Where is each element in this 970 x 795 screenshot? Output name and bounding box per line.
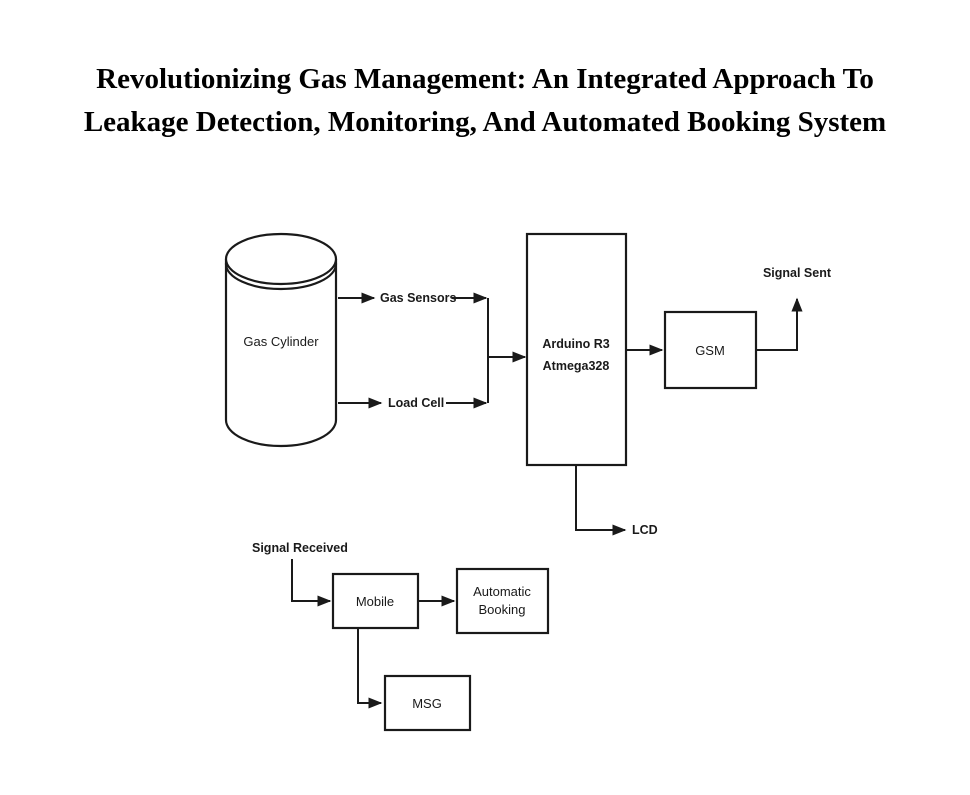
lcd-label: LCD: [632, 523, 658, 537]
signal-sent-label: Signal Sent: [763, 266, 832, 280]
gas-sensors-label: Gas Sensors: [380, 291, 456, 305]
load-cell-label: Load Cell: [388, 396, 444, 410]
automatic-booking-label-line-1: Automatic: [473, 584, 531, 599]
signal-received-label: Signal Received: [252, 541, 348, 555]
automatic-booking-box: [455, 567, 550, 635]
cylinder-body: [224, 259, 338, 448]
signal-received-to-mobile-arrow: [291, 559, 332, 607]
arduino-to-lcd-arrow: [575, 465, 627, 536]
automatic-booking-label-line-2: Booking: [479, 602, 526, 617]
mobile-node: Mobile: [331, 572, 420, 630]
automatic-booking-node: Automatic Booking: [455, 567, 550, 635]
gsm-box: [663, 310, 758, 390]
cylinder-top: [224, 232, 338, 286]
gsm-to-signal-sent-arrow: [756, 297, 803, 351]
gas-cylinder-node: Gas Cylinder: [224, 232, 338, 448]
msg-box: [383, 674, 472, 732]
page-title: Revolutionizing Gas Management: An Integ…: [0, 58, 970, 144]
gas-cylinder-label: Gas Cylinder: [243, 334, 319, 349]
title-line-2: Leakage Detection, Monitoring, And Autom…: [83, 106, 887, 138]
mobile-to-msg-arrow: [357, 628, 383, 709]
mobile-box: [331, 572, 420, 630]
title-line-1: Revolutionizing Gas Management: An Integ…: [96, 63, 874, 95]
gsm-node: GSM: [663, 310, 758, 390]
msg-node: MSG: [383, 674, 472, 732]
gsm-label: GSM: [695, 343, 725, 358]
mobile-label: Mobile: [356, 594, 394, 609]
arduino-label-line-2: Atmega328: [543, 359, 610, 373]
msg-label: MSG: [412, 696, 442, 711]
arduino-label-line-1: Arduino R3: [542, 337, 609, 351]
arduino-node: Arduino R3 Atmega328: [525, 232, 628, 467]
